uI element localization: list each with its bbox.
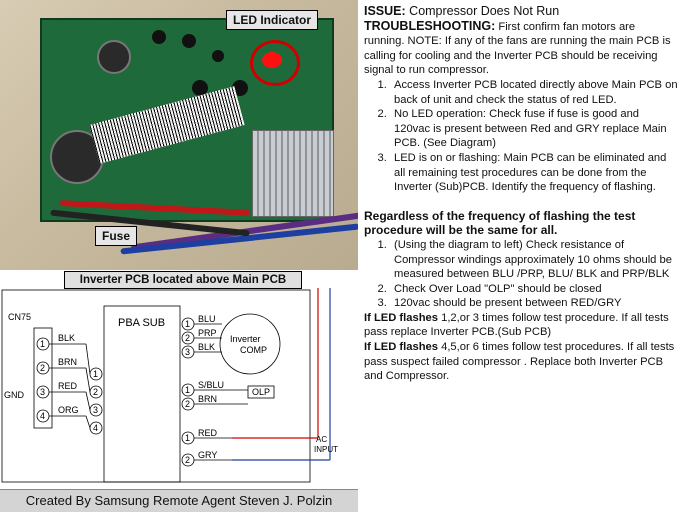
wire-label: BRN [58, 357, 77, 367]
wire-label: ORG [58, 405, 79, 415]
steps-list: Access Inverter PCB located directly abo… [364, 78, 678, 195]
wiring-diagram: CN75 GND 1 2 3 4 PBA SUB 1 2 3 4 Inverter COMP… [0, 288, 358, 488]
ac-input-label-1: AC [316, 435, 327, 444]
olp-label: OLP [252, 387, 270, 397]
led-indicator-icon [262, 52, 282, 68]
pba-sub-label: PBA SUB [118, 317, 165, 329]
flash-text-2: 4,5,or 6 times follow test procedures. I… [364, 341, 675, 383]
pin-number: 1 [40, 339, 45, 349]
component [182, 34, 196, 48]
capacitor [97, 40, 131, 74]
wire-label: PRP [198, 328, 217, 338]
pin-number: 2 [185, 333, 190, 343]
pin-number: 4 [93, 423, 98, 433]
gnd-label: GND [4, 390, 25, 400]
pba-sub-box [103, 305, 181, 483]
list-item: Access Inverter PCB located directly abo… [390, 78, 678, 107]
wire-label: S/BLU [198, 380, 224, 390]
flash-text-1: 1,2,or 3 times follow test procedure. If… [364, 311, 669, 339]
pin-number: 3 [93, 405, 98, 415]
author-credit: Created By Samsung Remote Agent Steven J… [0, 489, 358, 512]
fuse-label: Fuse [95, 226, 138, 246]
troubleshooting-label: TROUBLESHOOTING: [364, 18, 496, 33]
pin-number: 2 [185, 455, 190, 465]
photo-caption: Inverter PCB located above Main PCB [64, 271, 302, 289]
flash-label-1: If LED flashes [364, 311, 438, 324]
compressor-label-1: Inverter [230, 334, 261, 344]
led-highlight-circle [250, 40, 300, 86]
led-indicator-label: LED Indicator [226, 10, 319, 30]
pin-number: 2 [93, 387, 98, 397]
pin-number: 1 [185, 433, 190, 443]
component [192, 80, 208, 96]
wire-label: BLU [198, 314, 216, 324]
heatsink [252, 130, 334, 217]
component [212, 50, 224, 62]
list-item: (Using the diagram to left) Check resist… [390, 238, 678, 282]
left-connector [33, 327, 53, 429]
wire-label: RED [198, 428, 218, 438]
flash-label-2: If LED flashes [364, 341, 438, 354]
tests-list: (Using the diagram to left) Check resist… [364, 238, 678, 311]
wire-label: BRN [198, 394, 217, 404]
pin-number: 4 [40, 411, 45, 421]
connector-label: CN75 [8, 312, 31, 322]
compressor-label-2: COMP [240, 345, 267, 355]
pin-number: 3 [185, 347, 190, 357]
barcode-sticker [89, 86, 245, 164]
olp-box [247, 385, 275, 399]
wire-label: GRY [198, 450, 217, 460]
compressor-icon [219, 313, 281, 375]
issue-label: ISSUE: [364, 4, 406, 18]
wire-blue [120, 223, 358, 255]
ac-input-label-2: INPUT [314, 445, 338, 454]
pin-number: 1 [185, 319, 190, 329]
wire-label: BLK [58, 333, 75, 343]
pin-number: 3 [40, 387, 45, 397]
component [152, 30, 166, 44]
list-item: LED is on or flashing: Main PCB can be e… [390, 151, 678, 195]
pin-number: 1 [185, 385, 190, 395]
pcb-photo: LED Indicator Fuse [0, 0, 358, 270]
regardless-heading: Regardless of the frequency of flashing … [364, 208, 636, 238]
pin-number: 1 [93, 369, 98, 379]
troubleshooting-intro: First confirm fan motors are running. NO… [364, 20, 671, 77]
wire-label: BLK [198, 342, 215, 352]
list-item: Check Over Load "OLP" should be closed [390, 282, 678, 297]
list-item: No LED operation: Check fuse if fuse is … [390, 107, 678, 151]
troubleshooting-text: ISSUE: Compressor Does Not Run TROUBLESH… [364, 4, 678, 384]
list-item: 120vac should be present between RED/GRY [390, 296, 678, 311]
wire-label: RED [58, 381, 78, 391]
pin-number: 2 [40, 363, 45, 373]
issue-text: Compressor Does Not Run [405, 4, 560, 18]
pin-number: 2 [185, 399, 190, 409]
